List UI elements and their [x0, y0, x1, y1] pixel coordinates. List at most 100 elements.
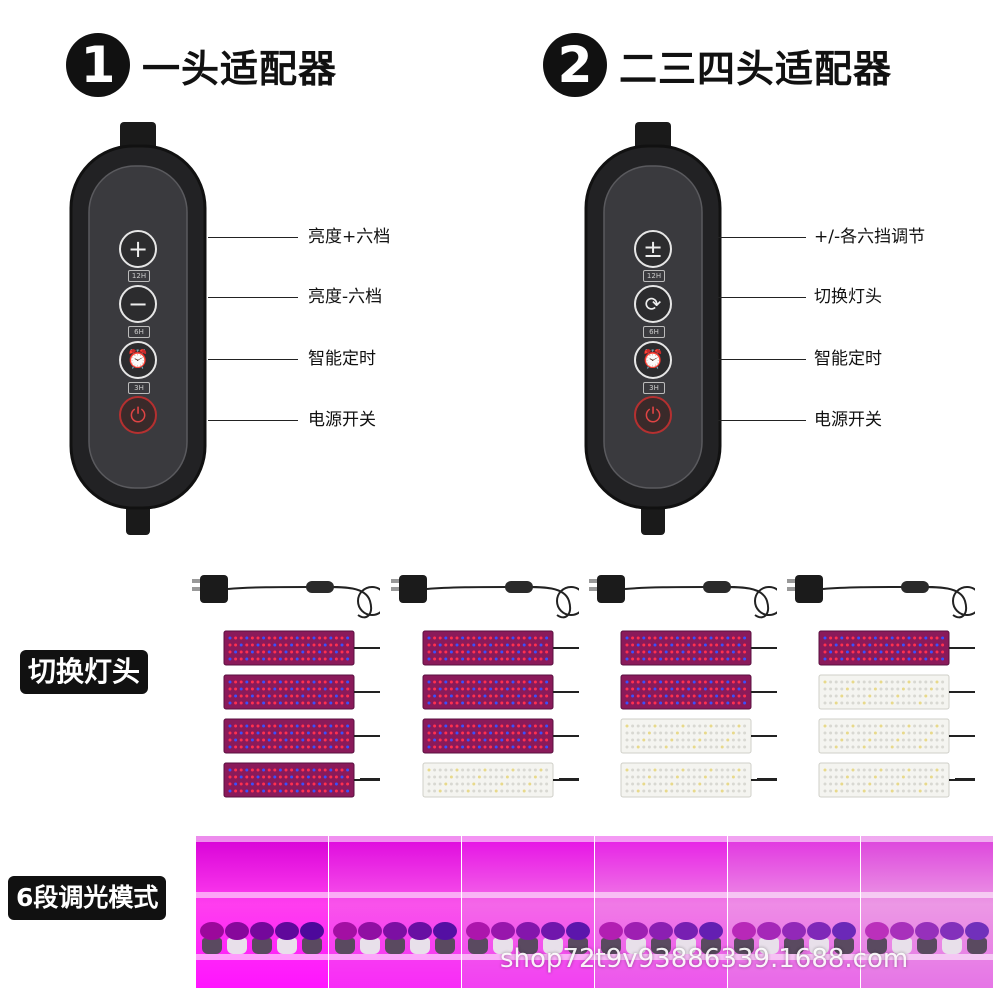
section-1-title: 一头适配器 — [142, 46, 338, 91]
section-2-heading: 2 二三四头适配器 — [543, 30, 892, 100]
shelf — [196, 836, 328, 842]
white-led-panel — [818, 674, 975, 710]
callout-power: 电源开关 — [308, 410, 376, 430]
grow-light-kit — [785, 565, 975, 805]
shelf — [329, 954, 461, 960]
timer-button[interactable]: ⏰ — [634, 341, 672, 379]
red-blue-led-panel — [422, 674, 579, 710]
white-led-panel — [620, 718, 777, 754]
succulent-plant — [433, 922, 457, 940]
plant-pot — [277, 938, 297, 954]
timer-button[interactable]: ⏰ — [119, 341, 157, 379]
red-blue-led-panel — [620, 630, 777, 666]
plant-pot — [435, 938, 455, 954]
brightness-plusminus-button[interactable]: ± — [634, 230, 672, 268]
shelf — [861, 892, 993, 898]
dimming-modes-label: 6段调光模式 — [8, 876, 167, 920]
succulent-plant — [757, 922, 781, 940]
callout-line — [208, 237, 298, 238]
shelf — [462, 836, 594, 842]
callout-line — [208, 420, 298, 421]
succulent-plant — [915, 922, 939, 940]
power-adapter-icon — [787, 575, 823, 603]
timer-12h-tag: 12H — [128, 270, 150, 282]
brightness-minus-button[interactable]: − — [119, 285, 157, 323]
dimming-level-photo — [196, 836, 328, 988]
plant-pot — [626, 938, 646, 954]
plant-pot — [543, 938, 563, 954]
red-blue-led-panel — [223, 762, 380, 798]
power-adapter-icon — [192, 575, 228, 603]
succulent-plant — [358, 922, 382, 940]
succulent-plant — [466, 922, 490, 940]
shelf — [196, 954, 328, 960]
succulent-plant — [275, 922, 299, 940]
kit-illustration-icon — [391, 575, 579, 798]
white-led-panel — [818, 762, 975, 798]
shelf — [595, 892, 727, 898]
red-blue-led-panel — [422, 718, 579, 754]
shelf — [462, 954, 594, 960]
grow-light-kit — [190, 565, 380, 805]
succulent-plant — [865, 922, 889, 940]
shelf — [595, 954, 727, 960]
shelf — [728, 836, 860, 842]
cable-icon — [624, 581, 777, 780]
power-adapter-icon — [391, 575, 427, 603]
power-button[interactable]: ⏻ — [634, 396, 672, 434]
kit-illustration-icon — [589, 575, 777, 798]
dimming-level-photo — [329, 836, 461, 988]
plant-pot — [676, 938, 696, 954]
plant-pot — [867, 938, 887, 954]
section-1-heading: 1 一头适配器 — [66, 30, 337, 100]
shelf — [462, 892, 594, 898]
succulent-plant — [383, 922, 407, 940]
grow-light-kit — [389, 565, 579, 805]
plant-pot — [917, 938, 937, 954]
callout-line — [208, 359, 298, 360]
shelf — [728, 892, 860, 898]
dimming-level-photo — [595, 836, 727, 988]
succulent-plant — [624, 922, 648, 940]
plant-pot — [967, 938, 987, 954]
white-led-panel — [422, 762, 579, 798]
red-blue-led-panel — [818, 630, 975, 666]
power-button[interactable]: ⏻ — [119, 396, 157, 434]
plant-pot — [892, 938, 912, 954]
shelf — [595, 836, 727, 842]
callout-line — [718, 359, 806, 360]
brightness-plus-button[interactable]: + — [119, 230, 157, 268]
red-blue-led-panel — [223, 674, 380, 710]
succulent-plant — [965, 922, 989, 940]
timer-6h-tag: 6H — [643, 326, 665, 338]
red-blue-led-panel — [620, 674, 777, 710]
plant-pot — [202, 938, 222, 954]
plant-pot — [468, 938, 488, 954]
power-adapter-icon — [589, 575, 625, 603]
shop-watermark: shop72t9v93886339.1688.com — [500, 944, 909, 974]
dimming-level-photo — [462, 836, 594, 988]
succulent-plant — [674, 922, 698, 940]
shelf — [861, 954, 993, 960]
plant-pot — [410, 938, 430, 954]
plant-pot — [360, 938, 380, 954]
red-blue-led-panel — [422, 630, 579, 666]
callout-timer: 智能定时 — [308, 349, 376, 369]
shelf — [196, 892, 328, 898]
succulent-plant — [782, 922, 806, 940]
red-blue-led-panel — [223, 630, 380, 666]
callout-adjust: +/-各六挡调节 — [814, 227, 926, 247]
plant-pot — [227, 938, 247, 954]
plant-pot — [759, 938, 779, 954]
switch-heads-label: 切换灯头 — [20, 650, 149, 694]
switch-head-button[interactable]: ⟳ — [634, 285, 672, 323]
plant-pot — [493, 938, 513, 954]
plant-pot — [942, 938, 962, 954]
plant-pot — [701, 938, 721, 954]
succulent-plant — [832, 922, 856, 940]
controller-body-icon — [584, 122, 722, 535]
callout-line — [718, 297, 806, 298]
callout-switch-head: 切换灯头 — [814, 287, 882, 307]
succulent-plant — [649, 922, 673, 940]
succulent-plant — [940, 922, 964, 940]
